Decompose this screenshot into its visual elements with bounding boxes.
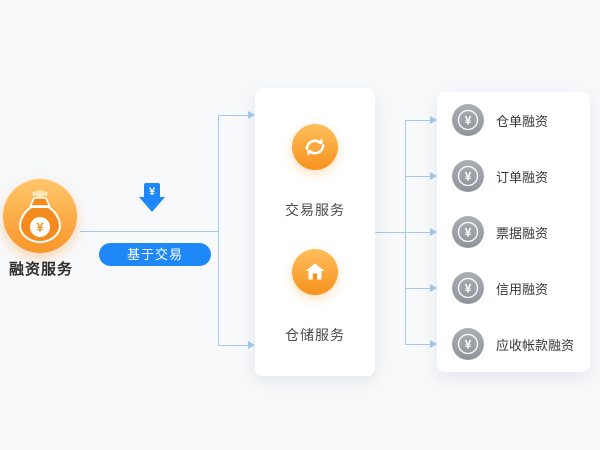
connector-row-1: [405, 120, 431, 121]
source-label: 融资服务: [8, 261, 73, 278]
yen-coin-icon: ¥: [452, 216, 484, 248]
service-label-warehouse: 仓储服务: [285, 327, 345, 343]
yen-down-arrow-icon: ¥: [138, 182, 166, 214]
yen-coin-icon: ¥: [452, 272, 484, 304]
connector-left-top: [218, 115, 249, 116]
financing-label: 仓单融资: [496, 113, 549, 129]
arrowhead-icon: [430, 172, 437, 180]
financing-label: 应收帐款融资: [496, 337, 575, 353]
transaction-based-badge: 基于交易: [99, 243, 211, 266]
financing-row: ¥ 仓单融资: [437, 92, 590, 148]
services-card: 交易服务 仓储服务: [255, 88, 375, 376]
connector-mid-right: [375, 232, 405, 233]
connector-row-2: [405, 176, 431, 177]
arrowhead-icon: [430, 116, 437, 124]
arrowhead-icon: [430, 284, 437, 292]
money-bag-icon: ¥: [3, 179, 77, 253]
connector-left-bottom: [218, 345, 249, 346]
connector-row-3: [405, 232, 431, 233]
yen-glyph: ¥: [465, 282, 472, 296]
financing-options-card: ¥ 仓单融资 ¥ 订单融资 ¥ 票据融资: [437, 92, 590, 372]
connector-row-5: [405, 344, 431, 345]
warehouse-icon: [292, 249, 338, 295]
financing-label: 票据融资: [496, 225, 549, 241]
yen-glyph: ¥: [149, 186, 156, 198]
yen-glyph: ¥: [465, 170, 472, 184]
connector-left-vertical: [218, 115, 219, 346]
yen-glyph: ¥: [465, 226, 472, 240]
connector-source-line: [80, 231, 218, 232]
arrowhead-icon: [248, 111, 255, 119]
service-label-transaction: 交易服务: [285, 202, 345, 218]
money-bag-graphic: ¥: [19, 190, 61, 243]
connector-row-4: [405, 288, 431, 289]
exchange-icon: [292, 124, 338, 170]
financing-label: 订单融资: [496, 169, 549, 185]
financing-row: ¥ 信用融资: [437, 260, 590, 316]
yen-coin-icon: ¥: [452, 328, 484, 360]
financing-label: 信用融资: [496, 281, 549, 297]
yen-glyph: ¥: [36, 220, 44, 235]
arrowhead-icon: [248, 341, 255, 349]
financing-row: ¥ 票据融资: [437, 204, 590, 260]
yen-glyph: ¥: [465, 338, 472, 352]
yen-glyph: ¥: [465, 114, 472, 128]
yen-coin-icon: ¥: [452, 160, 484, 192]
yen-coin-icon: ¥: [452, 104, 484, 136]
financing-row: ¥ 订单融资: [437, 148, 590, 204]
arrowhead-icon: [430, 340, 437, 348]
financing-row: ¥ 应收帐款融资: [437, 316, 590, 372]
arrowhead-icon: [430, 228, 437, 236]
